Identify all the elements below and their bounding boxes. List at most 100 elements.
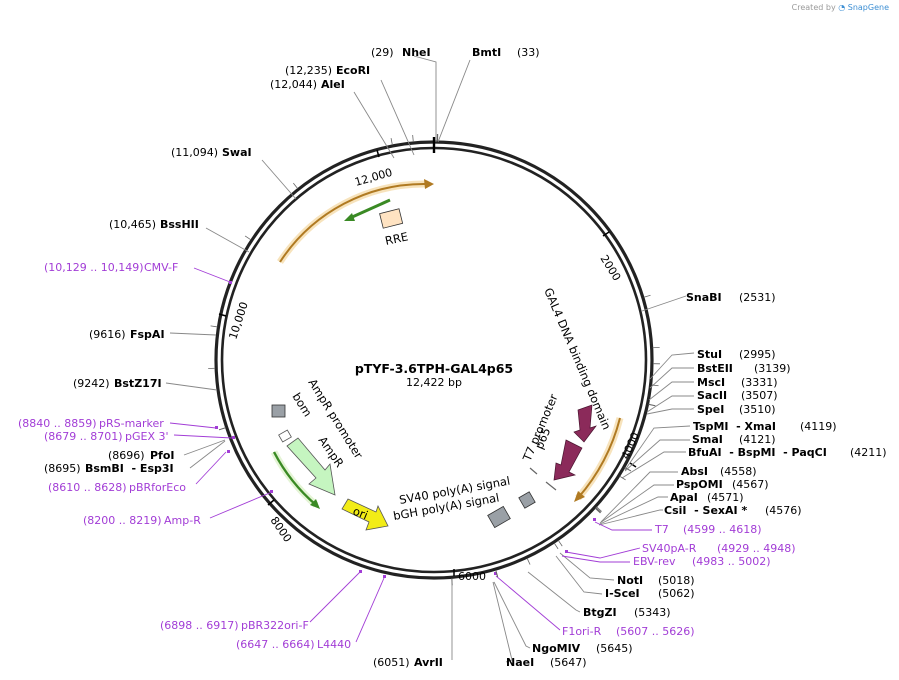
enzyme-naei-name: NaeI	[506, 656, 534, 669]
leader-lines	[165, 55, 695, 663]
feature-green-top	[349, 198, 391, 220]
tick-mark-10000	[218, 313, 227, 317]
cut-mark-alei	[390, 138, 393, 146]
cut-mark-absi	[596, 506, 602, 512]
primer-cmvf-pos: (10,129 .. 10,149)	[44, 261, 144, 274]
credit-brand: SnapGene	[847, 3, 889, 12]
primer-leader-sv40	[565, 547, 641, 559]
feature-gal4-arrow-icon	[573, 404, 597, 443]
primer-sv40-name: SV40pA-R	[642, 542, 697, 555]
feature-bom-box	[271, 404, 286, 418]
primer-f1ori-name: F1ori-R	[562, 625, 602, 638]
enzyme-bsshii-name: BssHII	[160, 218, 199, 231]
primer-pgex3-pos: (8679 .. 8701)	[44, 430, 123, 443]
enzyme-absi-pos: (4558)	[720, 465, 757, 478]
enzyme-pspomi-pos: (4567)	[732, 478, 769, 491]
enzyme-labels-right: SnaBI (2531) StuI (2995) BstEII (3139) M…	[371, 46, 887, 669]
primer-leader-pbr322	[309, 571, 361, 623]
primer-ebvrev-name: EBV-rev	[633, 555, 676, 568]
feature-arc-right	[577, 417, 621, 499]
cut-mark-avrii	[451, 578, 453, 586]
cut-mark-bsmbi	[218, 427, 226, 431]
leader-iscei	[555, 555, 603, 595]
primer-mark-prsmarker	[215, 426, 218, 429]
enzyme-naei-pos: (5647)	[550, 656, 587, 669]
leader-absi	[600, 471, 678, 523]
enzyme-stui-pos: (2995)	[739, 348, 776, 361]
primer-mark-l4440	[383, 575, 386, 578]
enzyme-btgzi-pos: (5343)	[634, 606, 671, 619]
enzyme-iscei-name: I-SceI	[605, 587, 640, 600]
primer-pbrforeco-name: pBRforEco	[129, 481, 186, 494]
tick-mark-12000	[376, 149, 380, 158]
primer-mark-pbr322	[359, 570, 362, 573]
enzyme-smai-pos: (4121)	[739, 433, 776, 446]
enzyme-spei-name: SpeI	[697, 403, 724, 416]
enzyme-apai-pos: (4571)	[707, 491, 744, 504]
leader-apai	[599, 496, 668, 525]
leader-msci	[648, 381, 694, 401]
enzyme-snabi-pos: (2531)	[739, 291, 776, 304]
cut-mark-pspomi	[595, 507, 602, 513]
primer-mark-sv40	[565, 550, 568, 553]
enzyme-spei-pos: (3510)	[739, 403, 776, 416]
enzyme-tspmi-name: TspMI - XmaI	[693, 420, 776, 433]
primer-f1ori-pos: (5607 .. 5626)	[616, 625, 695, 638]
enzyme-bmti-name: BmtI	[472, 46, 501, 59]
enzyme-swai-pos: (11,094)	[171, 146, 218, 159]
enzyme-sacii-name: SacII	[697, 389, 727, 402]
enzyme-swai-name: SwaI	[222, 146, 252, 159]
primer-cmvf-name: CMV-F	[144, 261, 178, 274]
enzyme-absi-name: AbsI	[681, 465, 708, 478]
feature-arc-right-arrow-icon	[574, 491, 585, 502]
cut-mark-bsshii	[244, 235, 252, 241]
leader-sacii	[646, 395, 694, 413]
primer-mark-pgex3	[232, 436, 235, 439]
primer-leader-ebvrev	[561, 555, 630, 563]
primer-prsmarker-name: pRS-marker	[99, 417, 164, 430]
enzyme-msci-name: MscI	[697, 376, 725, 389]
enzyme-bsteii-name: BstEII	[697, 362, 733, 375]
tick-8000: 8000	[268, 514, 295, 544]
primer-t7-name: T7	[654, 523, 669, 536]
feature-bom-label: bom	[289, 390, 314, 419]
primer-mark-ampr	[270, 490, 273, 493]
primer-pbrforeco-pos: (8610 .. 8628)	[48, 481, 127, 494]
primer-leader-pgex3	[173, 434, 233, 439]
primer-leader-ampr	[209, 491, 273, 519]
enzyme-avrii-name: AvrII	[414, 656, 443, 669]
enzyme-msci-pos: (3331)	[741, 376, 778, 389]
primer-l4440-name: L4440	[317, 638, 351, 651]
leader-pfoi	[183, 439, 226, 456]
enzyme-fspai-pos: (9616)	[89, 328, 126, 341]
snapgene-credit: Created by ◔ SnapGene	[792, 3, 889, 12]
enzyme-iscei-pos: (5062)	[658, 587, 695, 600]
leader-bfuai	[621, 451, 686, 479]
leader-bmti	[437, 59, 471, 143]
enzyme-ecori-pos: (12,235)	[285, 64, 332, 77]
leader-snabi	[641, 295, 687, 312]
enzyme-ecori-name: EcoRI	[336, 64, 370, 77]
primer-l4440-pos: (6647 .. 6664)	[236, 638, 315, 651]
feature-green-left-arrow-icon	[310, 499, 320, 509]
enzyme-noti-pos: (5018)	[658, 574, 695, 587]
primer-leader-pbrforeco	[195, 451, 227, 485]
primer-leader-prsmarker	[169, 422, 217, 429]
cut-mark-iscei	[553, 542, 559, 550]
leader-bsteii	[649, 367, 694, 389]
feature-sv40-box	[518, 491, 536, 509]
primer-site-marks	[215, 281, 596, 578]
snapgene-logo-icon: ◔	[838, 3, 846, 12]
enzyme-csii-name: CsiI - SexAI *	[664, 504, 747, 517]
leader-csii	[598, 509, 663, 526]
tick-mark-8000	[267, 499, 275, 506]
cut-mark-btgzi	[526, 558, 531, 565]
primer-leader-cmvf	[193, 267, 231, 283]
primer-leader-f1ori	[495, 575, 561, 631]
feature-rre-label: RRE	[384, 229, 410, 248]
primer-mark-pbrforeco	[227, 450, 230, 453]
primer-mark-cmvf	[229, 281, 232, 284]
enzyme-noti-name: NotI	[617, 574, 643, 587]
enzyme-alei-name: AleI	[321, 78, 345, 91]
primer-mark-t7	[593, 518, 596, 521]
